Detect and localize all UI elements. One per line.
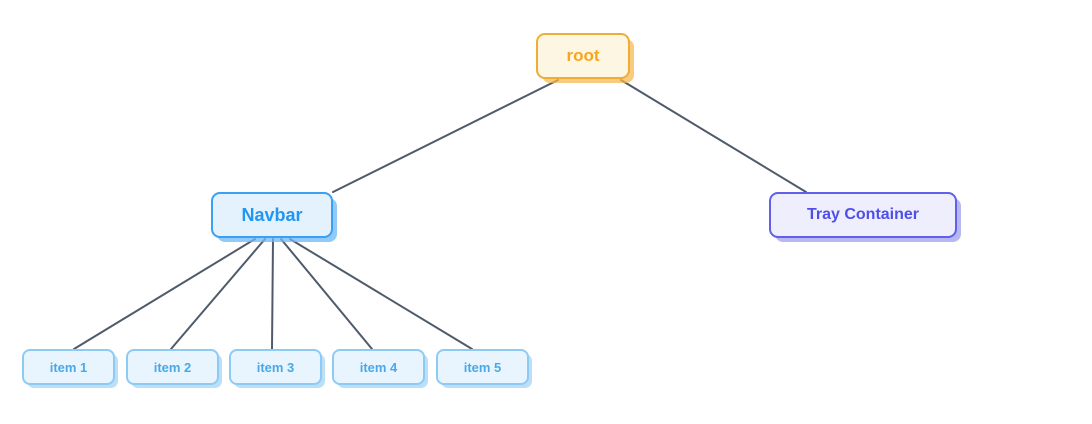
node-item-1-label: item 1 (49, 359, 88, 375)
edge-navbar-to-item2 (170, 238, 266, 350)
node-item-3-label: item 3 (256, 359, 295, 375)
node-tray-container-label: Tray Container (806, 206, 920, 223)
node-item-3[interactable]: item 3 (229, 349, 322, 385)
edge-navbar-to-item1 (73, 238, 256, 350)
node-item-4[interactable]: item 4 (332, 349, 425, 385)
edge-navbar-to-item5 (289, 238, 473, 350)
node-item-2[interactable]: item 2 (126, 349, 219, 385)
node-tray-container[interactable]: Tray Container (769, 192, 957, 238)
edge-root-to-navbar (332, 79, 559, 193)
node-navbar[interactable]: Navbar (211, 192, 333, 238)
node-item-5[interactable]: item 5 (436, 349, 529, 385)
node-item-4-label: item 4 (359, 359, 398, 375)
node-item-5-label: item 5 (463, 359, 502, 375)
edge-navbar-to-item3 (271, 238, 274, 350)
edge-group (73, 79, 807, 350)
node-root-label: root (566, 46, 600, 65)
edge-navbar-to-item4 (280, 238, 373, 350)
edge-root-to-tray (620, 79, 807, 193)
node-item-1[interactable]: item 1 (22, 349, 115, 385)
node-root[interactable]: root (536, 33, 630, 79)
node-item-2-label: item 2 (153, 359, 192, 375)
node-navbar-label: Navbar (241, 204, 303, 225)
